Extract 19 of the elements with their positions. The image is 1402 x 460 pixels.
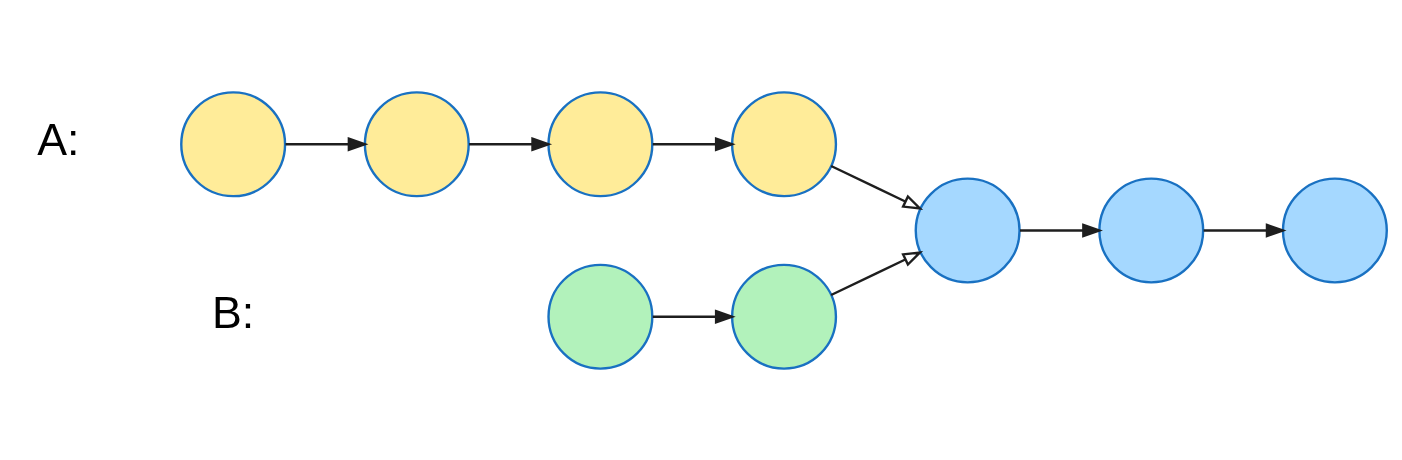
arrow [830, 250, 924, 296]
node-circle [1098, 176, 1205, 284]
node-circle [730, 90, 838, 197]
arrow [652, 136, 736, 152]
node-circle [180, 90, 287, 197]
node-circle [1281, 176, 1388, 284]
arrow [1203, 222, 1287, 238]
label: A: [37, 114, 80, 164]
node-circle [547, 263, 654, 370]
node-circle [730, 263, 838, 370]
arrow [652, 308, 736, 324]
arrow [830, 164, 924, 210]
arrow [1020, 222, 1103, 238]
label: B: [212, 287, 255, 337]
arrow [469, 136, 553, 152]
node-circle [914, 176, 1021, 284]
arrow [285, 136, 369, 152]
node-circle [363, 90, 470, 197]
node-circle [547, 90, 654, 197]
